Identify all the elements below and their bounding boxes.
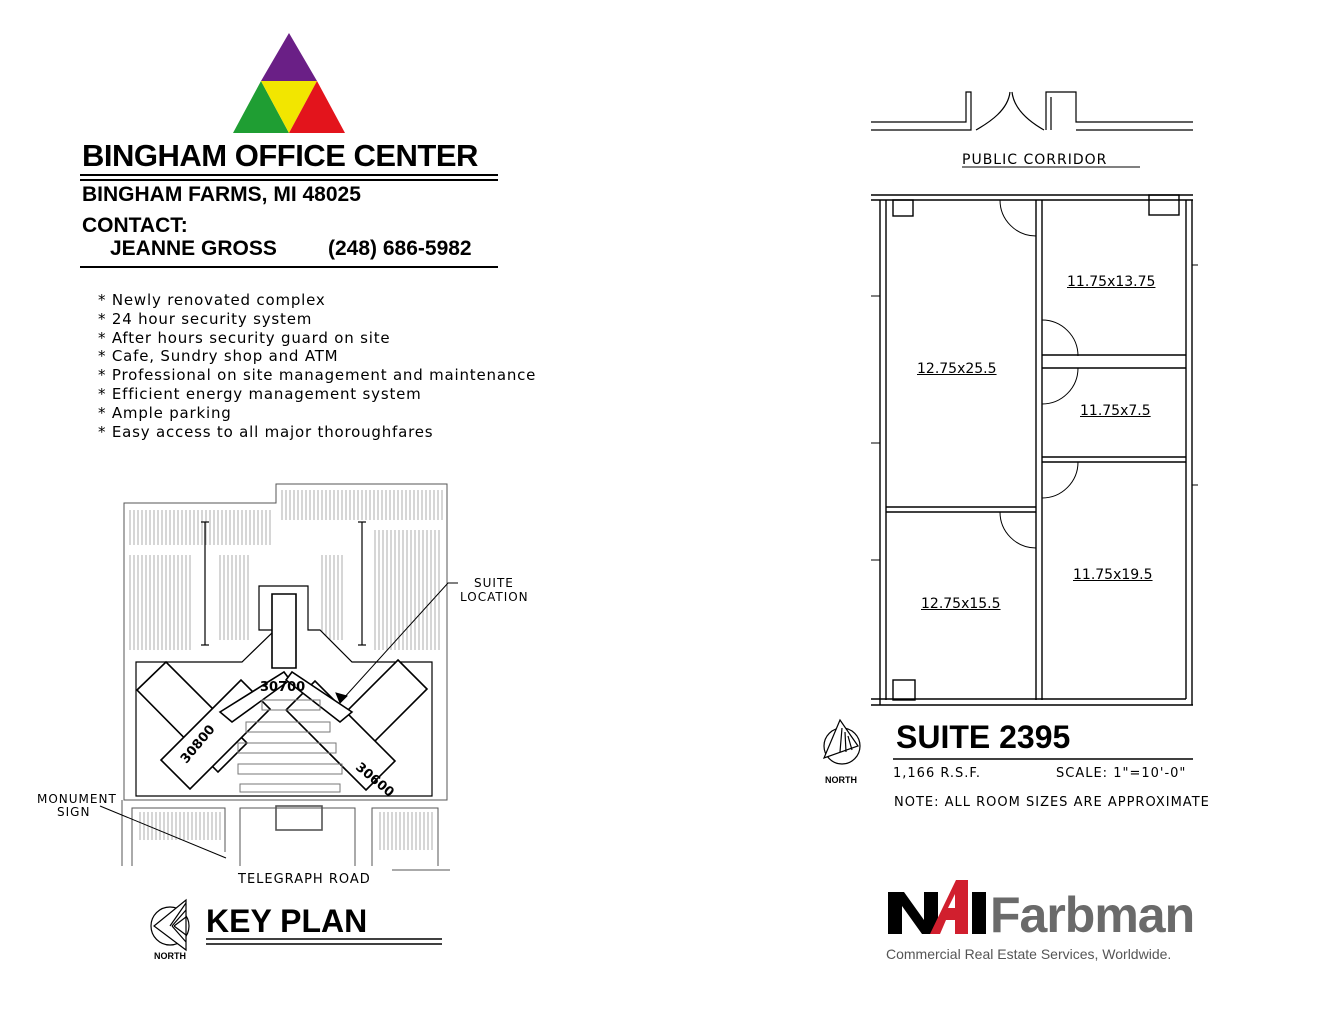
title-underline-2 <box>80 179 498 181</box>
triangle-purple <box>261 33 317 81</box>
feature-item: * After hours security guard on site <box>98 328 391 347</box>
lower-lots <box>121 800 450 871</box>
contact-name: JEANNE GROSS <box>110 237 277 260</box>
feature-item: * Efficient energy management system <box>98 384 422 403</box>
monument-sign-label-1: MONUMENT <box>37 792 117 806</box>
site-outline <box>123 483 448 801</box>
key-plan-north-label: NORTH <box>154 951 186 961</box>
suite-north-label: NORTH <box>825 775 857 785</box>
corridor-label: PUBLIC CORRIDOR <box>962 152 1108 168</box>
monument-sign-label-2: SIGN <box>57 805 91 819</box>
feature-item: * 24 hour security system <box>98 309 313 328</box>
parking-stripes <box>129 490 443 850</box>
center-lot-rows <box>237 699 343 793</box>
feature-item: * Easy access to all major thoroughfares <box>98 422 434 441</box>
title-underline-1 <box>80 174 498 176</box>
room-size-label: 11.75x7.5 <box>1080 403 1151 419</box>
suite-leader-arrow <box>335 692 348 704</box>
suite-outer-walls <box>871 194 1193 706</box>
plan-scale: SCALE: 1"=10'-0" <box>1056 766 1187 781</box>
triangle-red <box>289 81 345 133</box>
triangle-green <box>233 81 289 133</box>
key-plan-title: KEY PLAN <box>206 903 368 939</box>
building-label-30800: 30800 <box>178 722 219 767</box>
contact-label: CONTACT: <box>82 214 188 237</box>
feature-item: * Cafe, Sundry shop and ATM <box>98 347 339 366</box>
feature-item: * Ample parking <box>98 403 232 422</box>
contact-underline <box>80 266 498 268</box>
road-label: TELEGRAPH ROAD <box>238 872 371 887</box>
suite-title: SUITE 2395 <box>896 719 1071 755</box>
monument-leader-line <box>99 805 227 859</box>
corridor-door-right <box>1011 91 1045 131</box>
suite-north-arrow <box>822 718 861 765</box>
contact-phone: (248) 686-5982 <box>328 237 472 260</box>
size-note: NOTE: ALL ROOM SIZES ARE APPROXIMATE <box>894 795 1210 810</box>
room-size-label: 11.75x19.5 <box>1073 567 1153 583</box>
property-address: BINGHAM FARMS, MI 48025 <box>82 183 361 206</box>
suite-area: 1,166 R.S.F. <box>893 766 981 781</box>
room-size-label: 12.75x15.5 <box>921 596 1001 612</box>
door-swings <box>999 199 1079 549</box>
room-size-label: 12.75x25.5 <box>917 361 997 377</box>
feature-list: * Newly renovated complex * 24 hour secu… <box>98 291 536 441</box>
key-plan-north-arrow <box>150 898 190 952</box>
property-title: BINGHAM OFFICE CENTER <box>82 138 478 173</box>
corridor-wall <box>871 91 1193 131</box>
brand-tagline: Commercial Real Estate Services, Worldwi… <box>886 946 1172 962</box>
room-size-label: 11.75x13.75 <box>1067 274 1156 290</box>
brand-name: Farbman <box>990 887 1195 943</box>
parking-dividers <box>201 521 366 646</box>
building-label-30700: 30700 <box>260 680 306 695</box>
feature-item: * Newly renovated complex <box>98 291 326 309</box>
feature-item: * Professional on site management and ma… <box>98 366 537 385</box>
building-label-30600: 30600 <box>352 760 397 801</box>
corridor-door-left <box>975 91 1011 131</box>
suite-location-label-2: LOCATION <box>460 590 529 604</box>
suite-location-label-1: SUITE <box>474 576 514 590</box>
triangle-yellow <box>261 81 317 133</box>
suite-leader-line <box>341 582 458 701</box>
